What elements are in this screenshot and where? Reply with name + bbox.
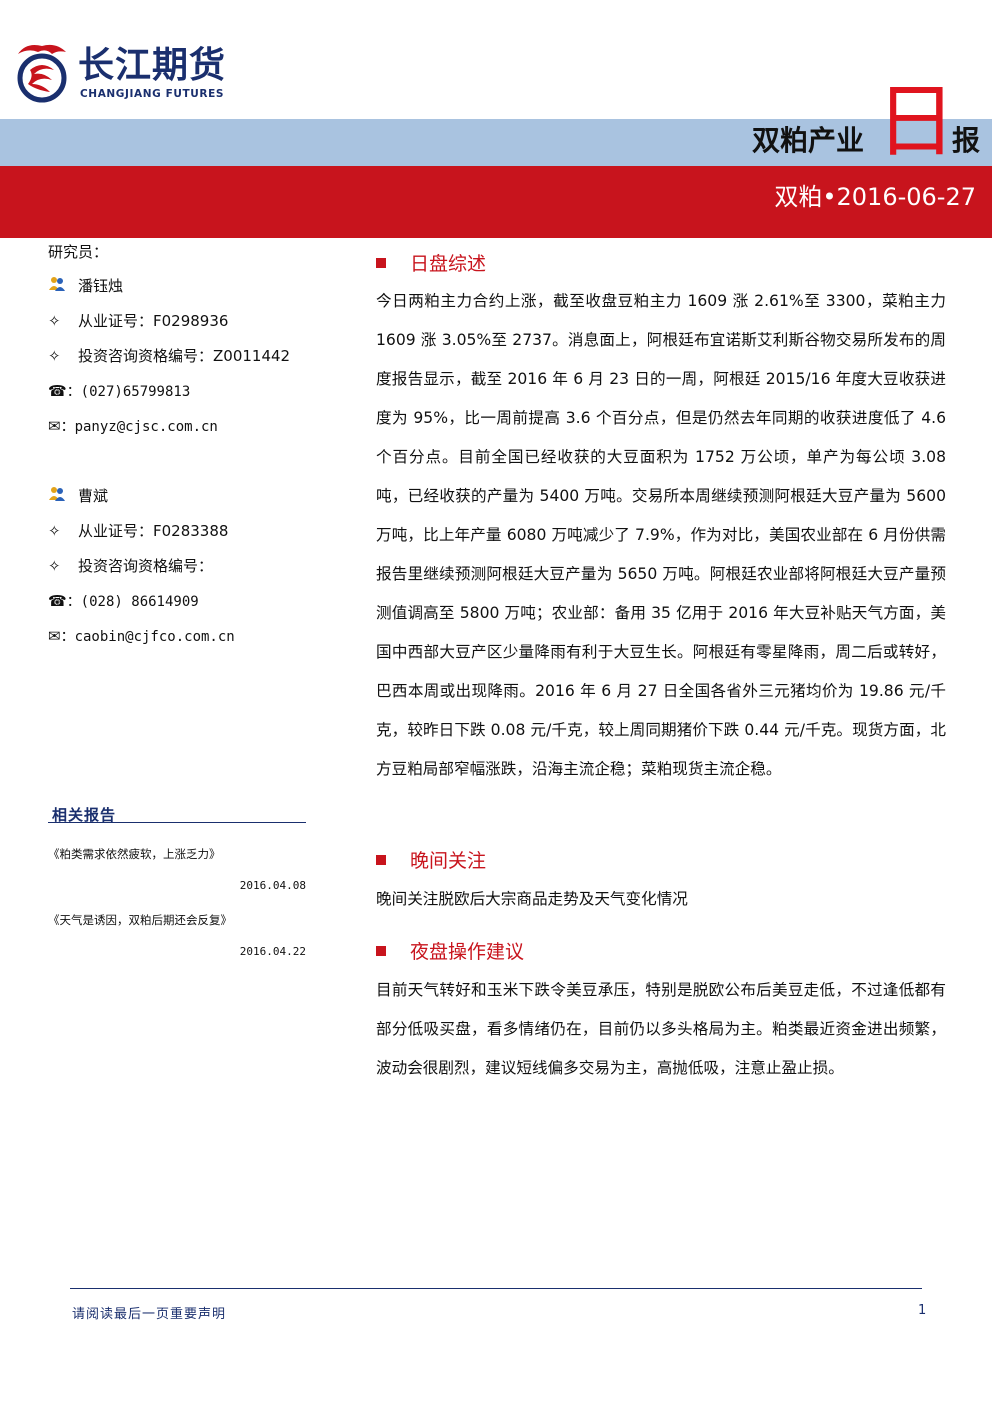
section-day-summary-body: 今日两粕主力合约上涨，截至收盘豆粕主力 1609 涨 2.61%至 3300，菜… bbox=[376, 292, 946, 778]
section-evening-watch-body: 晚间关注脱欧后大宗商品走势及天气变化情况 bbox=[376, 890, 688, 908]
phone-icon: ☎ bbox=[48, 592, 67, 610]
footer-divider bbox=[70, 1288, 922, 1289]
researcher-1-name-row: 潘钰烛 bbox=[48, 274, 123, 298]
report-title-big-char: 日 bbox=[876, 75, 956, 168]
section-heading-text: 日盘综述 bbox=[410, 253, 487, 275]
researcher-2-cert: 从业证号：F0283388 bbox=[78, 522, 229, 540]
researcher-1-phone-row: ☎：(027)65799813 bbox=[48, 379, 190, 403]
diamond-icon: ✧ bbox=[48, 557, 61, 575]
researcher-1-advisory: 投资咨询资格编号：Z0011442 bbox=[78, 347, 291, 365]
email-icon: ✉ bbox=[48, 627, 61, 645]
researcher-1-email[interactable]: ：panyz@cjsc.com.cn bbox=[60, 419, 218, 435]
researcher-1-email-row: ✉：panyz@cjsc.com.cn bbox=[48, 414, 218, 438]
footer-disclaimer: 请阅读最后一页重要声明 bbox=[72, 1307, 227, 1322]
logo-en-name: CHANGJIANG FUTURES bbox=[80, 88, 225, 100]
page-number: 1 bbox=[918, 1303, 927, 1318]
researcher-2-email[interactable]: ：caobin@cjfco.com.cn bbox=[60, 629, 235, 645]
researcher-1-advisory-row: ✧ 投资咨询资格编号：Z0011442 bbox=[48, 344, 290, 368]
diamond-icon: ✧ bbox=[48, 347, 61, 365]
square-bullet-icon bbox=[376, 258, 386, 268]
logo-cn-name: 长江期货 bbox=[78, 45, 227, 86]
researcher-label: 研究员： bbox=[48, 243, 109, 261]
related-report-2-date: 2016.04.22 bbox=[239, 945, 306, 958]
email-icon: ✉ bbox=[48, 417, 61, 435]
researcher-2-advisory: 投资咨询资格编号： bbox=[78, 557, 214, 575]
person-icon bbox=[48, 275, 78, 299]
researcher-1-cert: 从业证号：F0298936 bbox=[78, 312, 229, 330]
researcher-2-name: 曹斌 bbox=[78, 487, 109, 505]
report-date: 双粕•2016-06-27 bbox=[774, 183, 976, 211]
researcher-2-advisory-row: ✧ 投资咨询资格编号： bbox=[48, 554, 213, 578]
diamond-icon: ✧ bbox=[48, 312, 61, 330]
section-night-advice-heading: 夜盘操作建议 bbox=[376, 939, 524, 965]
person-icon bbox=[48, 485, 78, 509]
section-heading-text: 晚间关注 bbox=[410, 850, 487, 872]
square-bullet-icon bbox=[376, 946, 386, 956]
related-report-1-title[interactable]: 《粕类需求依然疲软，上涨乏力》 bbox=[48, 847, 221, 861]
researcher-2-phone: ：(028) 86614909 bbox=[66, 594, 199, 610]
phone-icon: ☎ bbox=[48, 382, 67, 400]
section-day-summary-heading: 日盘综述 bbox=[376, 251, 486, 277]
section-heading-text: 夜盘操作建议 bbox=[410, 941, 525, 963]
diamond-icon: ✧ bbox=[48, 522, 61, 540]
report-title-prefix: 双粕产业 bbox=[752, 124, 865, 157]
researcher-2-name-row: 曹斌 bbox=[48, 484, 108, 508]
related-divider bbox=[48, 822, 306, 823]
related-report-2-title[interactable]: 《天气是诱因，双粕后期还会反复》 bbox=[48, 913, 232, 927]
related-reports-title: 相关报告 bbox=[52, 806, 117, 824]
section-evening-watch-heading: 晚间关注 bbox=[376, 848, 486, 874]
researcher-1-name: 潘钰烛 bbox=[78, 277, 124, 295]
section-night-advice-body: 目前天气转好和玉米下跌令美豆承压，特别是脱欧公布后美豆走低，不过逢低都有部分低吸… bbox=[376, 981, 946, 1077]
researcher-2-phone-row: ☎：(028) 86614909 bbox=[48, 589, 199, 613]
researcher-1-phone: ：(027)65799813 bbox=[66, 384, 191, 400]
report-title-suffix: 报 bbox=[952, 124, 981, 157]
company-logo: 长江期货 CHANGJIANG FUTURES bbox=[12, 40, 252, 110]
researcher-2-email-row: ✉：caobin@cjfco.com.cn bbox=[48, 624, 235, 648]
related-report-1-date: 2016.04.08 bbox=[239, 879, 306, 892]
dragon-logo-icon bbox=[17, 44, 67, 103]
header-red-band bbox=[0, 166, 992, 238]
square-bullet-icon bbox=[376, 855, 386, 865]
researcher-2-cert-row: ✧ 从业证号：F0283388 bbox=[48, 519, 228, 543]
researcher-1-cert-row: ✧ 从业证号：F0298936 bbox=[48, 309, 228, 333]
header-blue-band bbox=[0, 119, 992, 166]
